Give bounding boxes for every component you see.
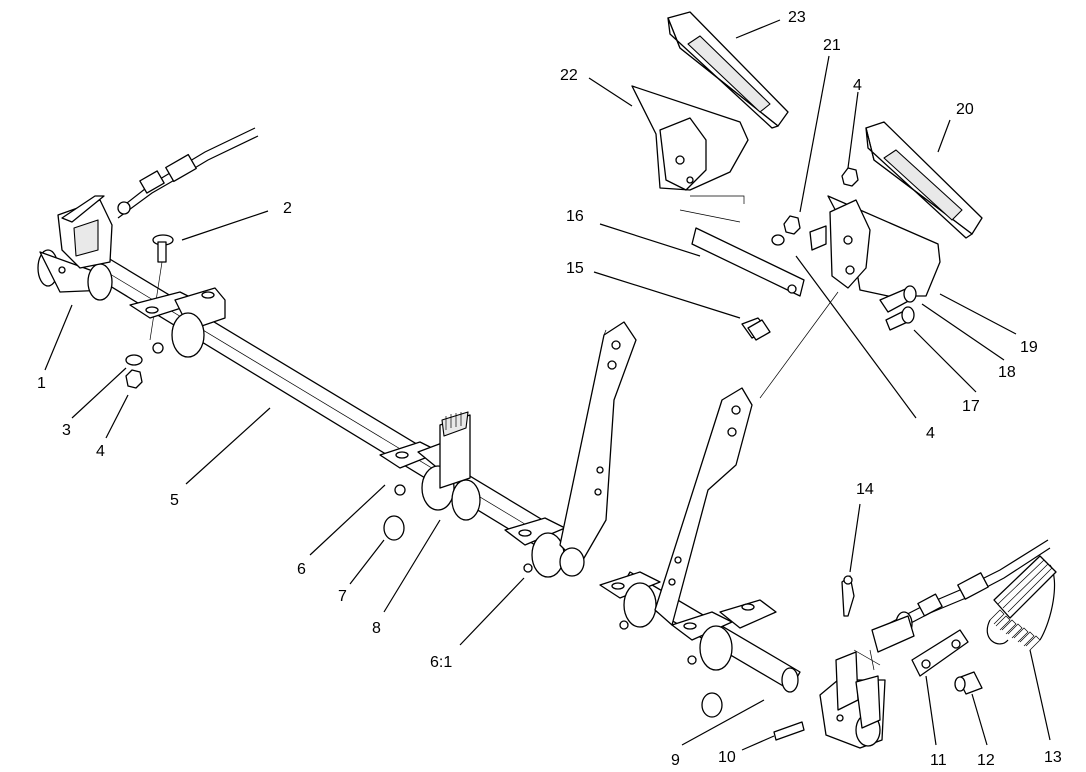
cable-right: [871, 539, 1051, 653]
callout-15: 15: [566, 260, 584, 277]
bolts-17-18: [879, 285, 917, 331]
lever-center: [439, 411, 471, 489]
callout-12: 12: [977, 752, 995, 769]
callout-1: 1: [37, 375, 46, 392]
callout-6: 6: [297, 561, 306, 578]
callout-2: 2: [283, 200, 292, 217]
callout-19: 19: [1020, 339, 1038, 356]
callout-4-top: 4: [853, 77, 862, 94]
left-yoke-collar: [39, 195, 113, 301]
pillow-block-right-left-shaft: [504, 517, 566, 578]
callout-17: 17: [962, 398, 980, 415]
callout-20: 20: [956, 101, 974, 118]
callout-18: 18: [998, 364, 1016, 381]
snap-ring-7: [383, 515, 405, 541]
callout-9: 9: [671, 752, 680, 769]
callout-21: 21: [823, 37, 841, 54]
washer-nut-left: [125, 354, 143, 389]
callout-5: 5: [170, 492, 179, 509]
callout-11: 11: [930, 752, 947, 769]
pedal-arm-left: [559, 321, 637, 577]
callout-3: 3: [62, 422, 71, 439]
pillow-block-right-a: [599, 571, 661, 630]
roll-pin-10: [773, 721, 805, 741]
pedal-bracket-22: [631, 85, 749, 223]
nuts-4-21: [771, 167, 859, 251]
callout-10: 10: [718, 749, 736, 766]
callout-14: 14: [856, 481, 874, 498]
spring-13: [986, 555, 1057, 651]
callout-8: 8: [372, 620, 381, 637]
pedal-pad-23: [667, 11, 789, 129]
callout-7: 7: [338, 588, 347, 605]
callout-4-right: 4: [926, 425, 935, 442]
link-16: [691, 227, 805, 297]
snap-ring-right: [701, 692, 723, 718]
callout-4: 4: [96, 443, 105, 460]
clevis-pin-14: [841, 575, 855, 617]
pedal-arm-right: [654, 387, 753, 626]
pillow-block-center: [379, 439, 481, 521]
cable-left: [117, 127, 259, 219]
pillow-block-right-b: [671, 599, 777, 671]
link-plate-11: [911, 629, 969, 677]
pedal-pad-20: [865, 121, 983, 239]
pedal-bracket-19: [827, 195, 941, 297]
callout-22: 22: [560, 67, 578, 84]
callout-13: 13: [1044, 749, 1062, 766]
callout-labels: 1 2 3 4 5 6 7 8 6:1 9 10 11 12 13 14 15 …: [37, 9, 1062, 769]
callout-23: 23: [788, 9, 806, 26]
callout-6-1: 6:1: [430, 654, 452, 671]
pillow-block-left: [129, 287, 226, 358]
guide-lines: [759, 291, 881, 671]
callout-16: 16: [566, 208, 584, 225]
clevis-pin-12: [954, 671, 983, 695]
bolt-15: [741, 317, 771, 341]
end-lever-right: [819, 651, 886, 749]
leader-lines: [44, 19, 1051, 751]
